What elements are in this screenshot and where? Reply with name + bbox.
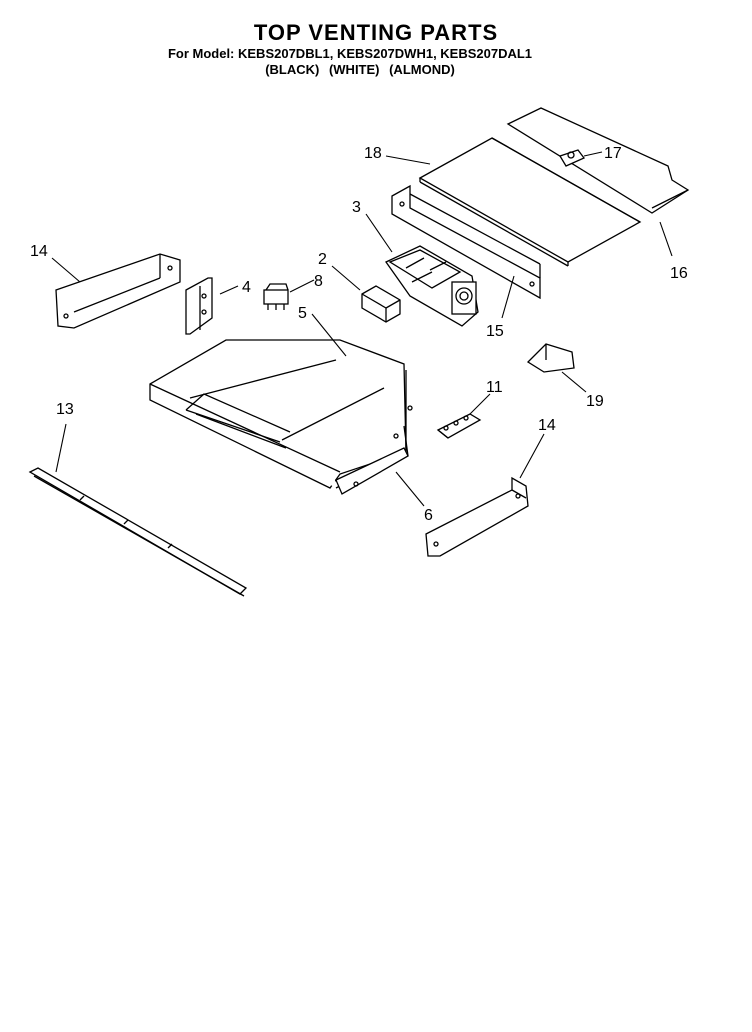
part-16-panel — [506, 107, 690, 214]
callout-labels: 18 17 3 16 14 2 4 8 5 15 19 11 13 14 6 — [30, 145, 688, 524]
part-4-bracket — [185, 277, 213, 335]
callout-16: 16 — [670, 265, 688, 282]
callout-17: 17 — [604, 145, 622, 162]
callout-8: 8 — [314, 273, 323, 290]
leader-11 — [469, 393, 491, 415]
part-13-trim-strip — [28, 467, 248, 597]
callout-18: 18 — [364, 145, 382, 162]
callout-2: 2 — [318, 251, 327, 268]
part-15-bracket — [391, 184, 541, 300]
part-6-bracket — [335, 425, 409, 495]
part-19-bracket — [526, 343, 575, 373]
callout-14-left: 14 — [30, 243, 48, 260]
leader-16 — [659, 221, 673, 257]
leader-19 — [561, 371, 587, 393]
leader-4 — [219, 285, 239, 295]
leader-2 — [331, 265, 361, 291]
model-line: For Model: KEBS207DBL1, KEBS207DWH1, KEB… — [167, 46, 533, 61]
main-vent-duct — [149, 339, 413, 489]
callout-6: 6 — [424, 507, 433, 524]
color-variants: (BLACK) (WHITE) (ALMOND) — [265, 62, 455, 77]
leader-8 — [289, 279, 315, 293]
leader-15 — [501, 275, 515, 319]
part-11-terminal-block — [436, 413, 482, 439]
callout-13: 13 — [56, 401, 74, 418]
part-8-switch — [263, 283, 289, 310]
leader-6 — [395, 471, 425, 507]
leader-17 — [583, 151, 603, 157]
part-14-right-bracket — [425, 476, 529, 557]
part-17-clip — [559, 149, 586, 167]
callout-4: 4 — [242, 279, 251, 296]
callout-5: 5 — [298, 305, 307, 322]
part-18-panel — [418, 137, 642, 267]
callout-3: 3 — [352, 199, 361, 216]
part-2-block — [361, 285, 401, 323]
leader-14a — [51, 257, 81, 283]
leader-3 — [365, 213, 393, 253]
leader-5 — [311, 313, 347, 357]
leader-18 — [385, 155, 431, 165]
leader-lines — [51, 151, 673, 507]
page-title: TOP VENTING PARTS — [253, 20, 499, 45]
part-3-blower-assembly — [385, 245, 479, 327]
part-14-left-bracket — [55, 253, 181, 329]
callout-14-right: 14 — [538, 417, 556, 434]
callout-19: 19 — [586, 393, 604, 410]
callout-11: 11 — [486, 379, 503, 396]
leader-14b — [519, 433, 545, 479]
callout-15: 15 — [486, 323, 504, 340]
leader-13 — [55, 423, 67, 473]
